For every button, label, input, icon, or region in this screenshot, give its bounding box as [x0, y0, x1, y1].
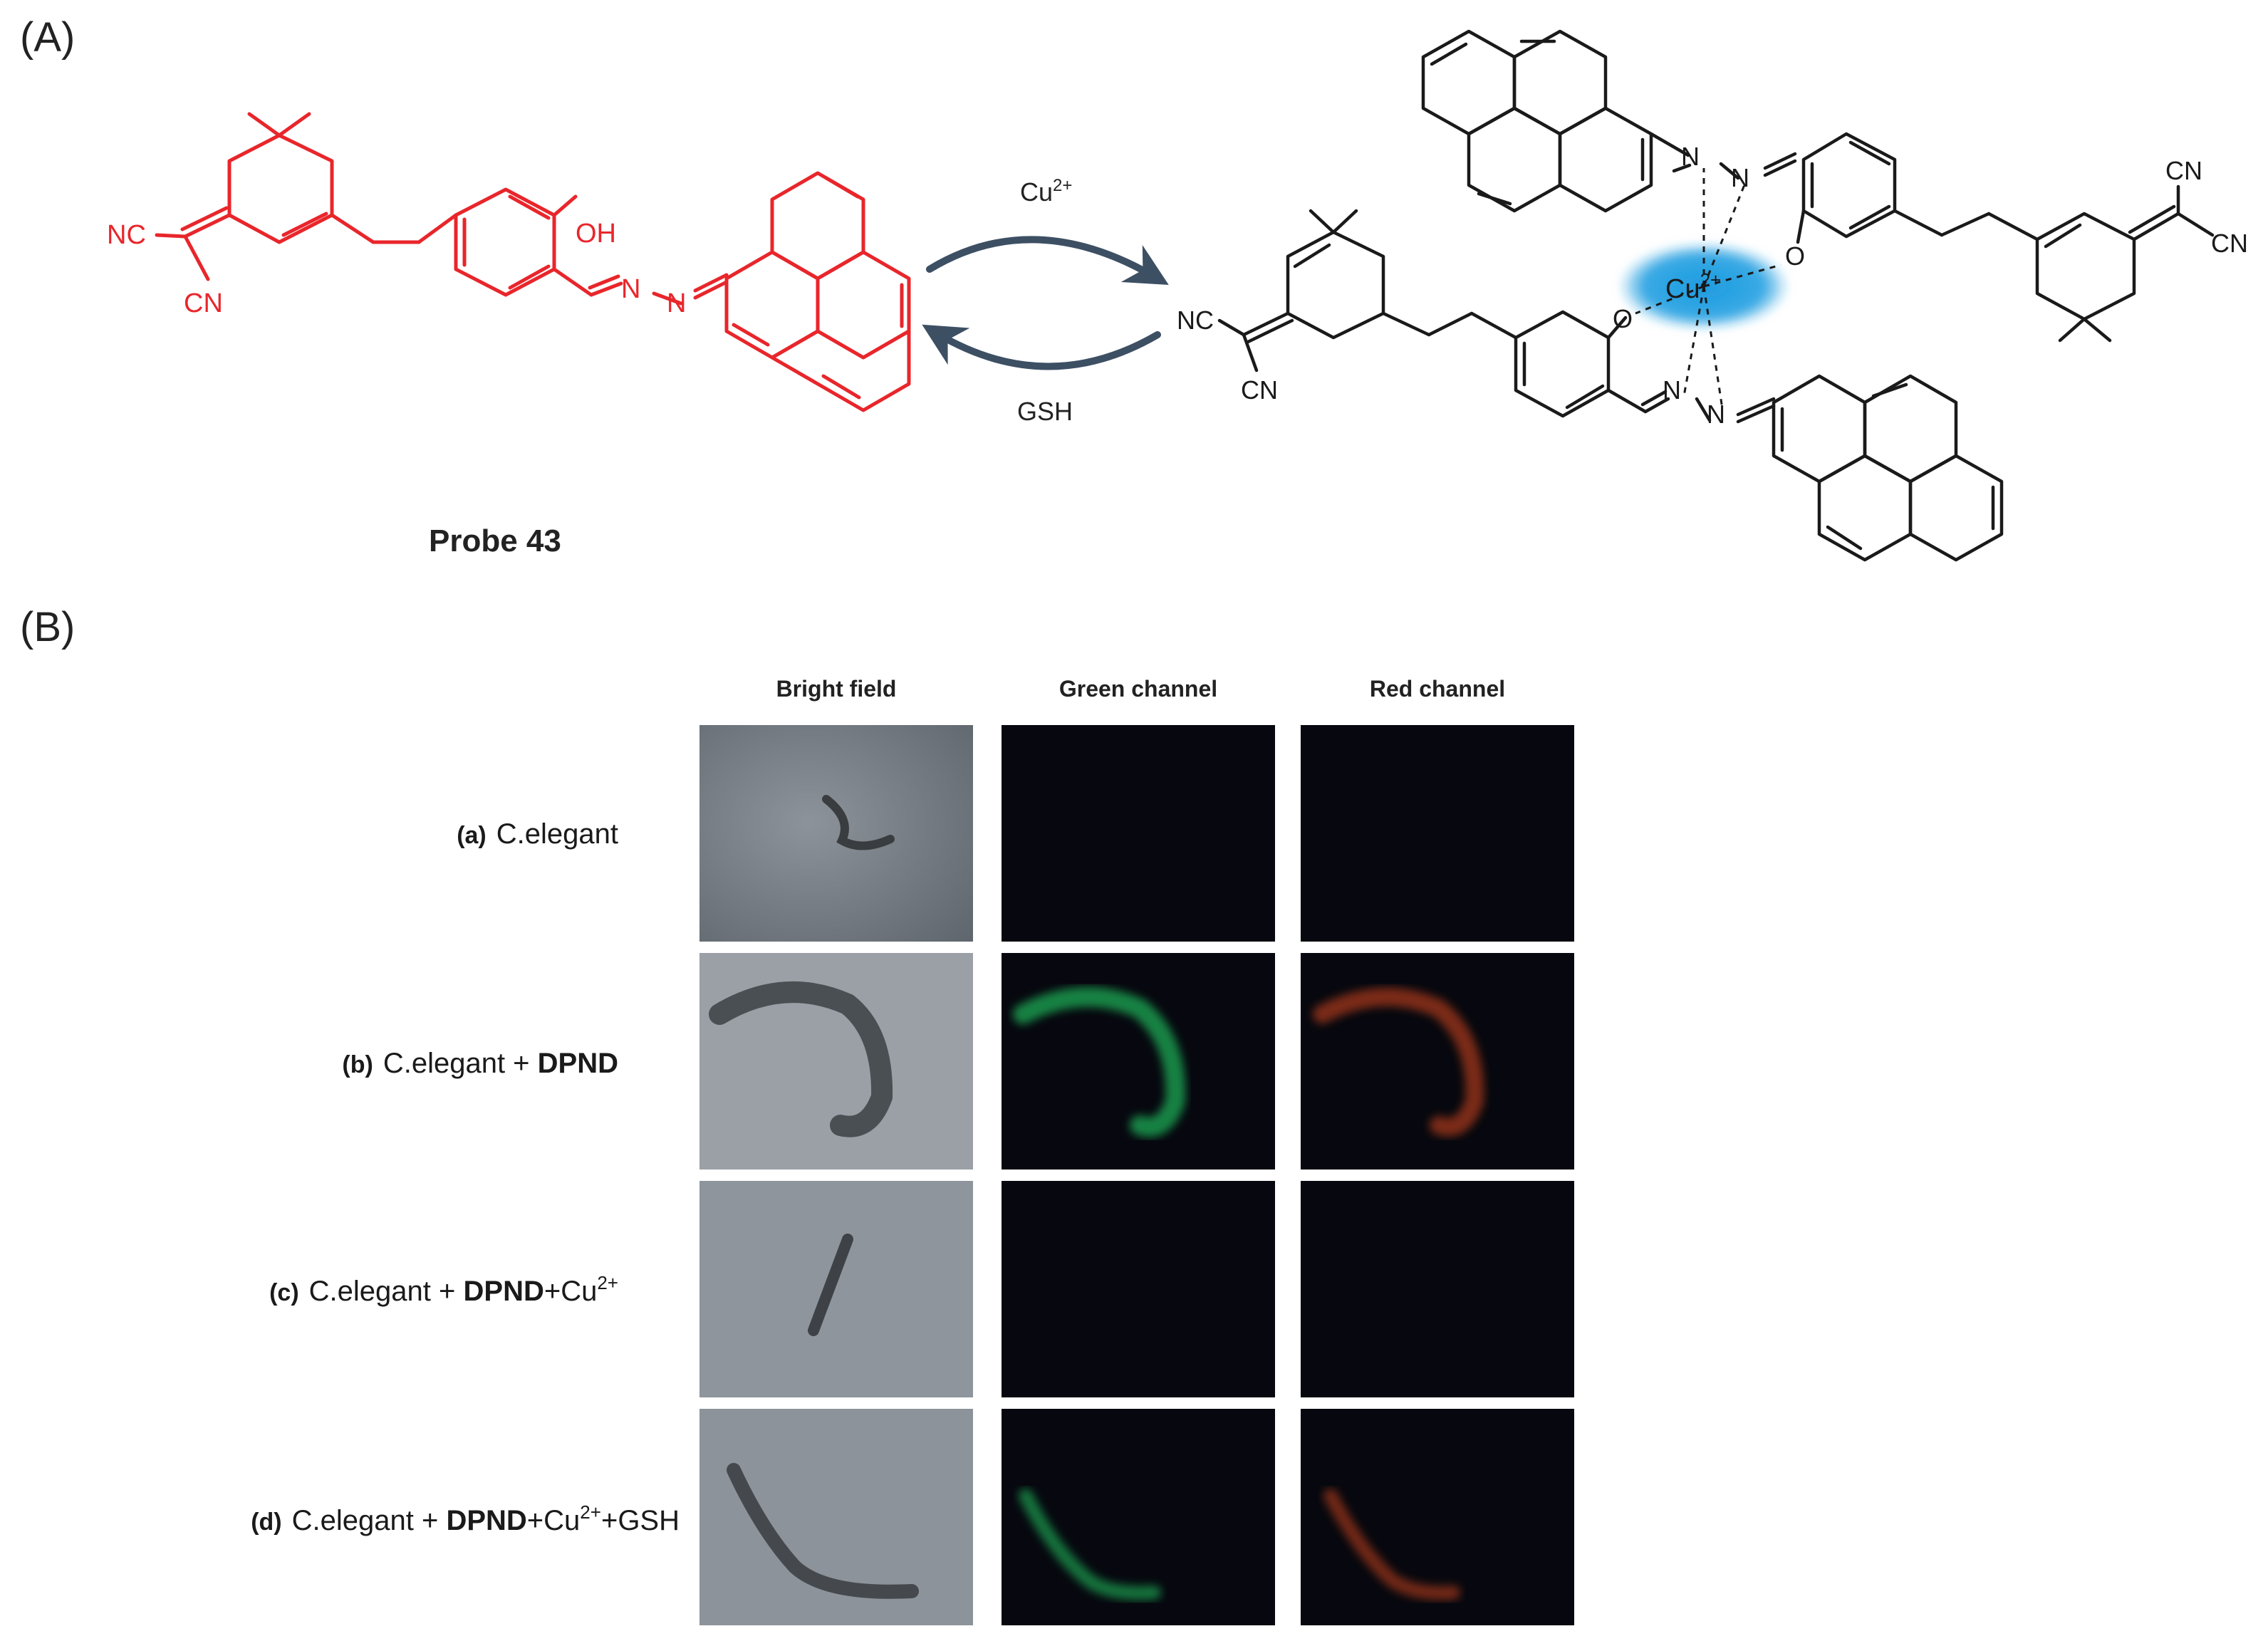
reversible-arrows [922, 236, 1169, 370]
worm-d [727, 1463, 919, 1599]
col-header-red: Red channel [1370, 676, 1505, 702]
red-signal-b [1313, 987, 1484, 1137]
copper-complex-atoms: N N O CN CN NC CN O N N [1177, 142, 2248, 429]
svg-text:N: N [1707, 400, 1725, 429]
col-header-bright: Bright field [776, 676, 897, 702]
svg-text:NC: NC [107, 220, 146, 250]
svg-text:CN: CN [2165, 156, 2202, 185]
image-grid [699, 725, 1574, 1625]
row-label-b: (b)C.elegant + DPND [342, 1048, 618, 1079]
reverse-arrow-label: GSH [1017, 397, 1073, 426]
img-a-green [1002, 725, 1275, 942]
green-signal-b [1013, 986, 1186, 1137]
svg-text:N: N [667, 288, 686, 318]
col-header-green: Green channel [1059, 676, 1217, 702]
panel-a-label: (A) [20, 14, 75, 61]
copper-ion-label: Cu2+ [1665, 269, 1721, 304]
img-b-red [1301, 953, 1574, 1169]
svg-text:O: O [1785, 241, 1805, 271]
panel-b-label: (B) [20, 604, 75, 650]
img-b-bright [699, 953, 973, 1169]
img-a-bright [699, 725, 973, 942]
svg-text:NC: NC [1177, 306, 1214, 335]
red-signal-d [1323, 1489, 1460, 1600]
img-c-bright [699, 1181, 973, 1397]
reverse-arrow [922, 324, 1161, 370]
worm-c [808, 1234, 853, 1336]
svg-text:N: N [1681, 142, 1700, 171]
coordination-bonds [1635, 168, 1781, 410]
row-label-c: (c)C.elegant + DPND+Cu2+ [269, 1272, 618, 1307]
svg-text:OH: OH [576, 219, 616, 249]
img-c-red [1301, 1181, 1574, 1397]
img-c-green [1002, 1181, 1275, 1397]
probe-43-atoms: NC CN OH N N [107, 219, 686, 318]
column-headers: Bright field Green channel Red channel [776, 676, 1506, 702]
row-labels: (a)C.elegant (b)C.elegant + DPND (c)C.el… [251, 818, 680, 1536]
svg-text:CN: CN [1241, 375, 1278, 405]
probe-43-structure [155, 112, 911, 412]
green-signal-d [1019, 1489, 1161, 1600]
img-a-red [1301, 725, 1574, 942]
row-label-d: (d)C.elegant + DPND+Cu2++GSH [251, 1501, 680, 1536]
img-b-green [1002, 953, 1275, 1169]
copper-complex-structure [1217, 29, 2215, 562]
svg-text:N: N [1731, 163, 1749, 192]
svg-text:CN: CN [184, 288, 223, 318]
svg-text:N: N [621, 274, 640, 304]
worm-a [822, 795, 895, 850]
svg-text:O: O [1613, 304, 1633, 333]
probe-name: Probe 43 [429, 523, 561, 558]
svg-text:CN: CN [2211, 229, 2248, 258]
svg-text:N: N [1663, 375, 1681, 405]
forward-arrow-label: Cu2+ [1020, 176, 1072, 207]
worm-b [709, 981, 893, 1137]
row-label-a: (a)C.elegant [457, 818, 618, 850]
forward-arrow [926, 236, 1169, 285]
